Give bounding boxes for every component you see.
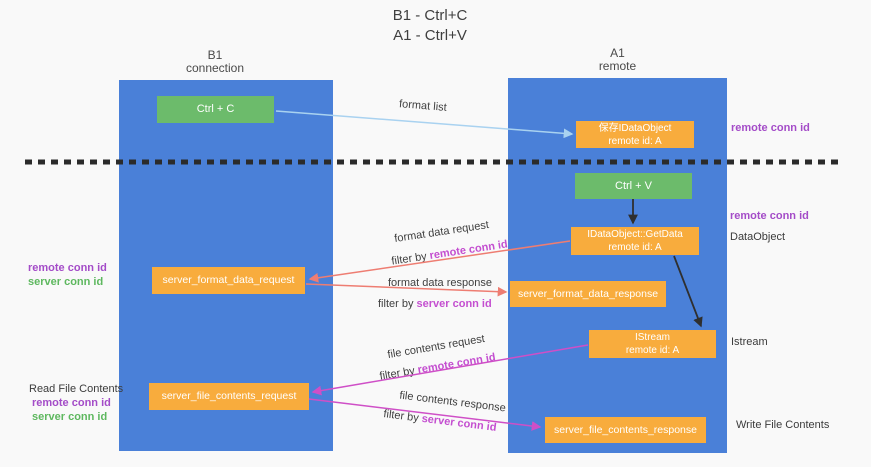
getdata-line1: IDataObject::GetData <box>587 229 683 240</box>
diagram-title: B1 - Ctrl+C A1 - Ctrl+V <box>0 6 860 46</box>
lifeline-b1-title: B1 <box>207 48 223 62</box>
store-idataobject-node: 保存IDataObject remote id: A <box>576 121 694 148</box>
istream-line1: IStream <box>634 332 670 343</box>
format-data-request-edge-label: format data request <box>393 219 490 245</box>
lifeline-a1-header: A1 remote <box>508 47 727 73</box>
read-file-contents-label: Read File Contents <box>29 383 124 395</box>
lifeline-b1-subtitle: connection <box>185 61 245 75</box>
lifeline-a1-title: A1 <box>610 46 625 60</box>
lifeline-a1-subtitle: remote <box>598 59 637 73</box>
filter-by-text: filter by <box>378 298 417 310</box>
format-data-response-edge-label: format data response <box>388 277 492 289</box>
title-line-2: A1 - Ctrl+V <box>393 27 467 44</box>
store-idataobject-line2: remote id: A <box>608 135 662 147</box>
store-idataobject-line1: 保存IDataObject <box>598 122 672 134</box>
ctrl-c-label: Ctrl + C <box>196 103 235 115</box>
istream-node: IStream remote id: A <box>589 330 716 358</box>
title-line-1: B1 - Ctrl+C <box>392 7 468 24</box>
idataobject-getdata-node: IDataObject::GetData remote id: A <box>571 227 699 255</box>
filter-by-text: filter by <box>390 250 431 268</box>
server-conn-id-key: server conn id <box>416 298 492 310</box>
istream-side-label: Istream <box>731 336 768 348</box>
istream-line2: remote id: A <box>625 345 680 356</box>
write-file-contents-label: Write File Contents <box>736 419 830 431</box>
server-file-contents-response-label: server_file_contents_response <box>553 423 697 436</box>
left-remote-conn-id-label-2: remote conn id <box>32 397 111 409</box>
server-file-contents-response-node: server_file_contents_response <box>545 417 706 443</box>
right-top-remote-conn-id-label: remote conn id <box>731 122 810 134</box>
server-conn-id-key: server conn id <box>420 412 498 434</box>
ctrl-v-label: Ctrl + V <box>615 179 652 192</box>
ctrl-v-node: Ctrl + V <box>575 173 692 199</box>
server-file-contents-request-label: server_file_contents_request <box>161 390 297 402</box>
right-mid-remote-conn-id-label: remote conn id <box>730 210 809 222</box>
left-server-conn-id-label-2: server conn id <box>32 411 108 423</box>
remote-conn-id-key: remote conn id <box>428 238 509 262</box>
server-format-data-response-node: server_format_data_response <box>510 281 666 307</box>
server-format-data-response-label: server_format_data_response <box>517 287 659 300</box>
ctrl-c-node: Ctrl + C <box>157 96 274 123</box>
getdata-line2: remote id: A <box>608 242 662 253</box>
server-file-contents-request-node: server_file_contents_request <box>149 383 309 410</box>
left-server-conn-id-label: server conn id <box>28 276 104 288</box>
filter-by-text: filter by <box>378 364 419 383</box>
format-data-response-filter-label: filter by server conn id <box>378 298 492 311</box>
filter-by-text: filter by <box>382 408 423 425</box>
server-format-data-request-node: server_format_data_request <box>152 267 305 294</box>
dataobject-label: DataObject <box>730 231 786 243</box>
lifeline-b1-header: B1 connection <box>108 49 322 75</box>
left-remote-conn-id-label: remote conn id <box>28 262 107 274</box>
server-format-data-request-label: server_format_data_request <box>162 274 295 286</box>
format-list-edge-label: format list <box>398 98 448 114</box>
